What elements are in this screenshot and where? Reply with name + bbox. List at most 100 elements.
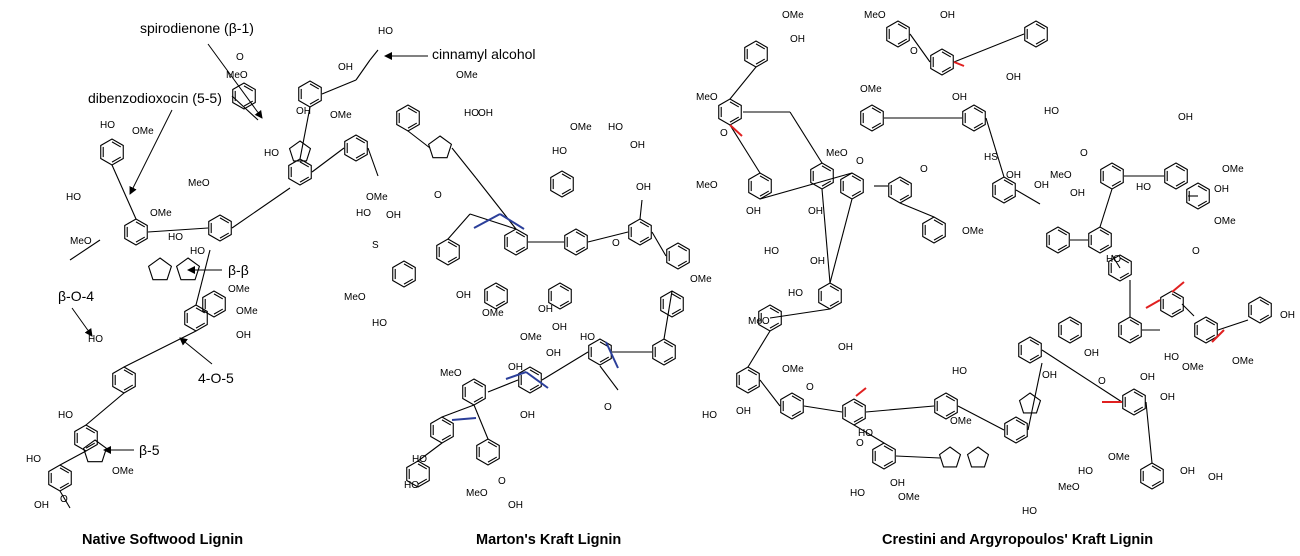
atom-label-ho: HO <box>66 192 81 203</box>
atom-label-ome: OMe <box>1232 356 1254 367</box>
benzene-ring <box>842 398 866 426</box>
atom-label-ome: OMe <box>520 332 542 343</box>
atom-label-ome: OMe <box>962 226 984 237</box>
bond <box>529 369 540 376</box>
bonds-black <box>48 20 1272 509</box>
bond <box>759 379 781 407</box>
bond <box>1175 165 1186 172</box>
bond <box>495 285 506 292</box>
bond <box>1015 434 1026 441</box>
atom-label-meo: MeO <box>440 368 462 379</box>
atom-label-meo: MeO <box>696 180 718 191</box>
bond <box>1035 38 1046 45</box>
benzene-ring <box>564 228 588 256</box>
atom-label-ome: OMe <box>690 274 712 285</box>
atom-label-oh: OH <box>746 206 761 217</box>
bond <box>499 213 525 230</box>
atom-label-meo: MeO <box>344 292 366 303</box>
atom-label-ome: OMe <box>150 208 172 219</box>
bond <box>1029 354 1040 361</box>
atom-label-meo: MeO <box>1058 482 1080 493</box>
bond <box>451 417 477 421</box>
benzene-ring <box>550 170 574 198</box>
bond <box>941 51 952 58</box>
atom-label-oh: OH <box>1160 392 1175 403</box>
benzene-ring <box>718 98 742 126</box>
annotation-dibenzodioxocin: dibenzodioxocin (5-5) <box>88 90 222 106</box>
atom-label-ho: HO <box>168 232 183 243</box>
bond <box>123 369 134 376</box>
benzene-ring <box>208 214 232 242</box>
bond <box>231 95 259 121</box>
bond <box>789 111 823 164</box>
benzene-ring <box>1164 162 1188 190</box>
furan-ring <box>1018 392 1042 414</box>
benzene-ring <box>736 366 760 394</box>
atom-label-oh: OH <box>1084 348 1099 359</box>
atom-label-ho: HO <box>1044 106 1059 117</box>
atom-label-ho: HO <box>952 366 967 377</box>
bond <box>59 482 70 489</box>
atom-label-o: O <box>60 494 68 505</box>
atom-label-ho: HO <box>378 26 393 37</box>
bond <box>85 427 96 434</box>
bond <box>853 401 864 408</box>
bond <box>559 300 570 307</box>
atom-label-ome: OMe <box>330 110 352 121</box>
bond <box>447 256 458 263</box>
atom-label-ome: OMe <box>1108 452 1130 463</box>
bond <box>663 341 674 348</box>
benzene-ring <box>1046 226 1070 254</box>
bond <box>1145 401 1153 464</box>
bond <box>769 322 780 329</box>
benzene-ring <box>1018 336 1042 364</box>
bond <box>1171 293 1182 300</box>
atom-label-oh: OH <box>940 10 955 21</box>
atom-label-ho: HO <box>702 410 717 421</box>
benzene-ring <box>1100 162 1124 190</box>
atom-label-oh: OH <box>838 342 853 353</box>
caption-marton-kraft-lignin: Marton's Kraft Lignin <box>476 532 622 548</box>
atom-label-oh: OH <box>630 140 645 151</box>
bond <box>1145 299 1161 309</box>
annotation-beta-5: β-5 <box>139 442 160 458</box>
atom-label-meo: MeO <box>226 70 248 81</box>
bond <box>111 156 122 163</box>
annotation-4-o-5: 4-O-5 <box>198 370 234 386</box>
bond <box>729 116 740 123</box>
furan-ring <box>82 439 108 463</box>
atom-label-ome: OMe <box>782 364 804 375</box>
atom-label-oh: OH <box>1034 180 1049 191</box>
arrow-spirodienone <box>207 43 263 119</box>
bond <box>651 231 667 257</box>
benzene-ring <box>888 176 912 204</box>
bond <box>829 300 840 307</box>
bond <box>1003 194 1014 201</box>
bond <box>587 231 629 243</box>
bond <box>403 263 414 270</box>
bond <box>729 66 757 100</box>
benzene-ring <box>840 172 864 200</box>
bond <box>671 308 682 315</box>
atom-label-meo: MeO <box>696 92 718 103</box>
atom-label-ome: OMe <box>950 416 972 427</box>
bond <box>821 165 832 172</box>
bond <box>1099 229 1110 236</box>
atom-labels: HOOMeOMeMeOOMeOMeHOMeOOOMeOHOMeMeOHOHOHO… <box>26 10 1295 517</box>
atom-label-ho: HO <box>412 454 427 465</box>
bond <box>729 124 743 137</box>
benzene-ring <box>48 464 72 492</box>
bond <box>677 260 688 267</box>
bond <box>447 241 458 248</box>
bond <box>1057 229 1068 236</box>
benzene-ring <box>484 282 508 310</box>
benzene-ring <box>1248 296 1272 324</box>
atom-label-ome: OMe <box>898 492 920 503</box>
bond <box>1197 185 1208 192</box>
bond <box>1197 200 1208 207</box>
bond <box>529 384 540 391</box>
atom-label-ome: OMe <box>860 84 882 95</box>
atom-label-ho: HO <box>58 410 73 421</box>
bonds-marton-highlight <box>451 213 619 421</box>
